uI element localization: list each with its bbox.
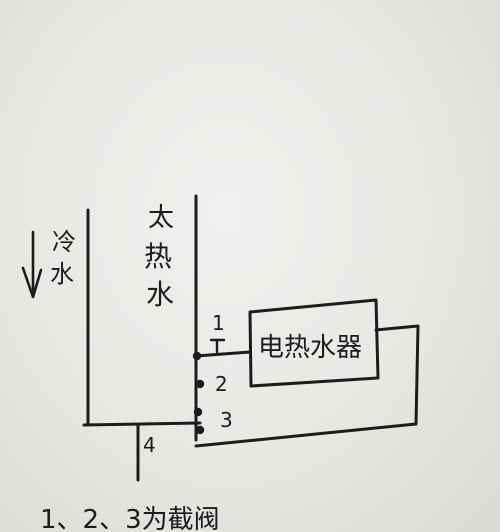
solar-water-label-2: 热 — [144, 240, 172, 273]
heater-inlet-pipe — [194, 350, 252, 358]
heater-label: 电热水器 — [258, 333, 362, 363]
footer-note: 1、2、3为截阀 — [40, 505, 220, 532]
point-3-label: 3 — [220, 408, 233, 432]
main-bottom-pipe — [82, 421, 202, 427]
cold-water-label-1: 冷 — [52, 228, 76, 256]
point-4-label: 4 — [143, 433, 156, 457]
valve-3-marker — [193, 407, 205, 435]
point-1-label: 1 — [212, 311, 225, 335]
electric-heater-box — [248, 298, 380, 388]
cold-water-label-2: 水 — [50, 260, 74, 288]
solar-water-label-1: 太 — [148, 203, 174, 233]
heater-return-loop — [194, 324, 420, 448]
point-2-label: 2 — [215, 372, 228, 396]
solar-water-label-3: 水 — [146, 278, 174, 311]
down-arrow-icon — [21, 230, 43, 299]
valve-2-marker — [195, 379, 205, 389]
